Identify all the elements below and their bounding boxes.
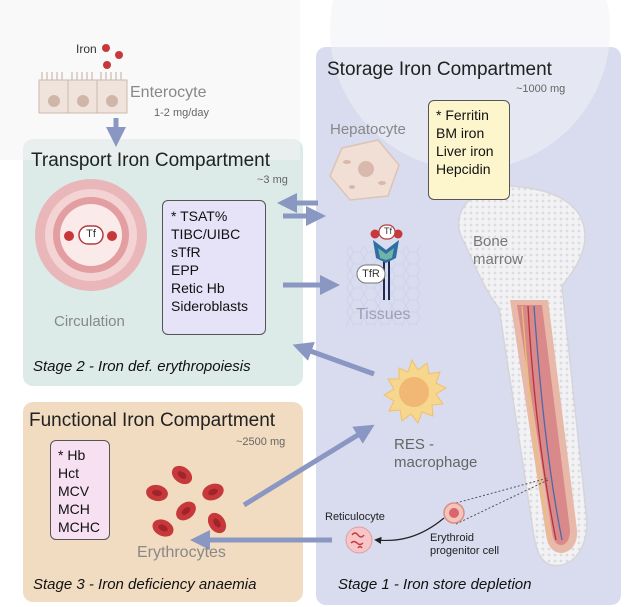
functional-marker: MCV	[58, 483, 90, 499]
storage-marker: Liver iron	[436, 143, 494, 159]
storage-marker: * Ferritin	[436, 107, 489, 123]
storage-markers-box: * Ferritin BM iron Liver iron Hepcidin	[428, 100, 510, 200]
functional-amount: ~2500 mg	[236, 436, 286, 448]
tissues-label: Tissues	[356, 306, 411, 323]
tfr-label: TfR	[362, 268, 380, 280]
functional-marker: MCH	[58, 501, 90, 517]
transport-marker: Retic Hb	[171, 280, 225, 296]
tissues-icon	[346, 224, 420, 326]
storage-marker: BM iron	[436, 125, 485, 141]
storage-marker: Hepcidin	[436, 161, 491, 177]
marrow-label: marrow	[473, 251, 524, 268]
erythrocytes-icon	[146, 465, 227, 537]
arrow-res-to-transport	[292, 341, 375, 377]
storage-compartment-title: Storage Iron Compartment	[327, 59, 552, 80]
erythroid-progenitor-icon	[443, 477, 549, 525]
tissues-tf-label: Tf	[384, 226, 392, 236]
arrow-progenitor-to-reticulocyte	[374, 517, 445, 544]
hepatocyte-label: Hepatocyte	[330, 121, 406, 138]
functional-marker: Hct	[58, 465, 79, 481]
bone-label: Bone	[473, 233, 509, 250]
background-watermark	[0, 0, 610, 170]
hepatocyte-icon	[329, 139, 400, 201]
circulation-tf-label: Tf	[86, 228, 96, 240]
bone-marrow-icon	[457, 185, 588, 567]
functional-compartment-title: Functional Iron Compartment	[29, 410, 276, 431]
transport-amount: ~3 mg	[257, 174, 288, 186]
stage-1-label: Stage 1 - Iron store depletion	[338, 576, 532, 593]
enterocyte-icon	[38, 72, 128, 114]
res-macrophage-icon	[383, 358, 448, 425]
erythrocytes-label: Erythrocytes	[137, 544, 226, 561]
erythroid-label-line1: Erythroid	[430, 532, 475, 544]
flow-arrows	[106, 118, 375, 550]
storage-amount: ~1000 mg	[516, 83, 566, 95]
circulation-vessel-icon	[35, 179, 147, 291]
iron-dots-icon	[102, 44, 123, 69]
transport-marker: TIBC/UIBC	[171, 226, 241, 242]
functional-marker: MCHC	[58, 519, 100, 535]
transport-compartment-title: Transport Iron Compartment	[31, 150, 270, 171]
res-label-line1: RES -	[394, 436, 435, 453]
reticulocyte-icon	[345, 526, 373, 554]
erythroid-label-line2: progenitor cell	[430, 545, 500, 557]
stage-2-label: Stage 2 - Iron def. erythropoiesis	[33, 358, 251, 375]
transport-marker: * TSAT%	[171, 208, 228, 224]
functional-markers-box: * Hb Hct MCV MCH MCHC	[50, 440, 110, 540]
enterocyte-rate: 1-2 mg/day	[154, 107, 210, 119]
transport-marker: sTfR	[171, 244, 201, 260]
res-label-line2: macrophage	[394, 454, 478, 471]
transport-marker: EPP	[171, 262, 200, 278]
arrow-functional-to-res	[242, 424, 375, 508]
transport-markers-box: * TSAT% TIBC/UIBC sTfR EPP Retic Hb Side…	[162, 200, 266, 335]
stage-3-label: Stage 3 - Iron deficiency anaemia	[33, 576, 257, 593]
transport-marker: Sideroblasts	[171, 298, 249, 314]
reticulocyte-label: Reticulocyte	[325, 511, 385, 523]
iron-label: Iron	[76, 42, 97, 56]
circulation-label: Circulation	[54, 313, 125, 330]
functional-marker: * Hb	[58, 447, 86, 463]
enterocyte-label: Enterocyte	[130, 84, 207, 101]
